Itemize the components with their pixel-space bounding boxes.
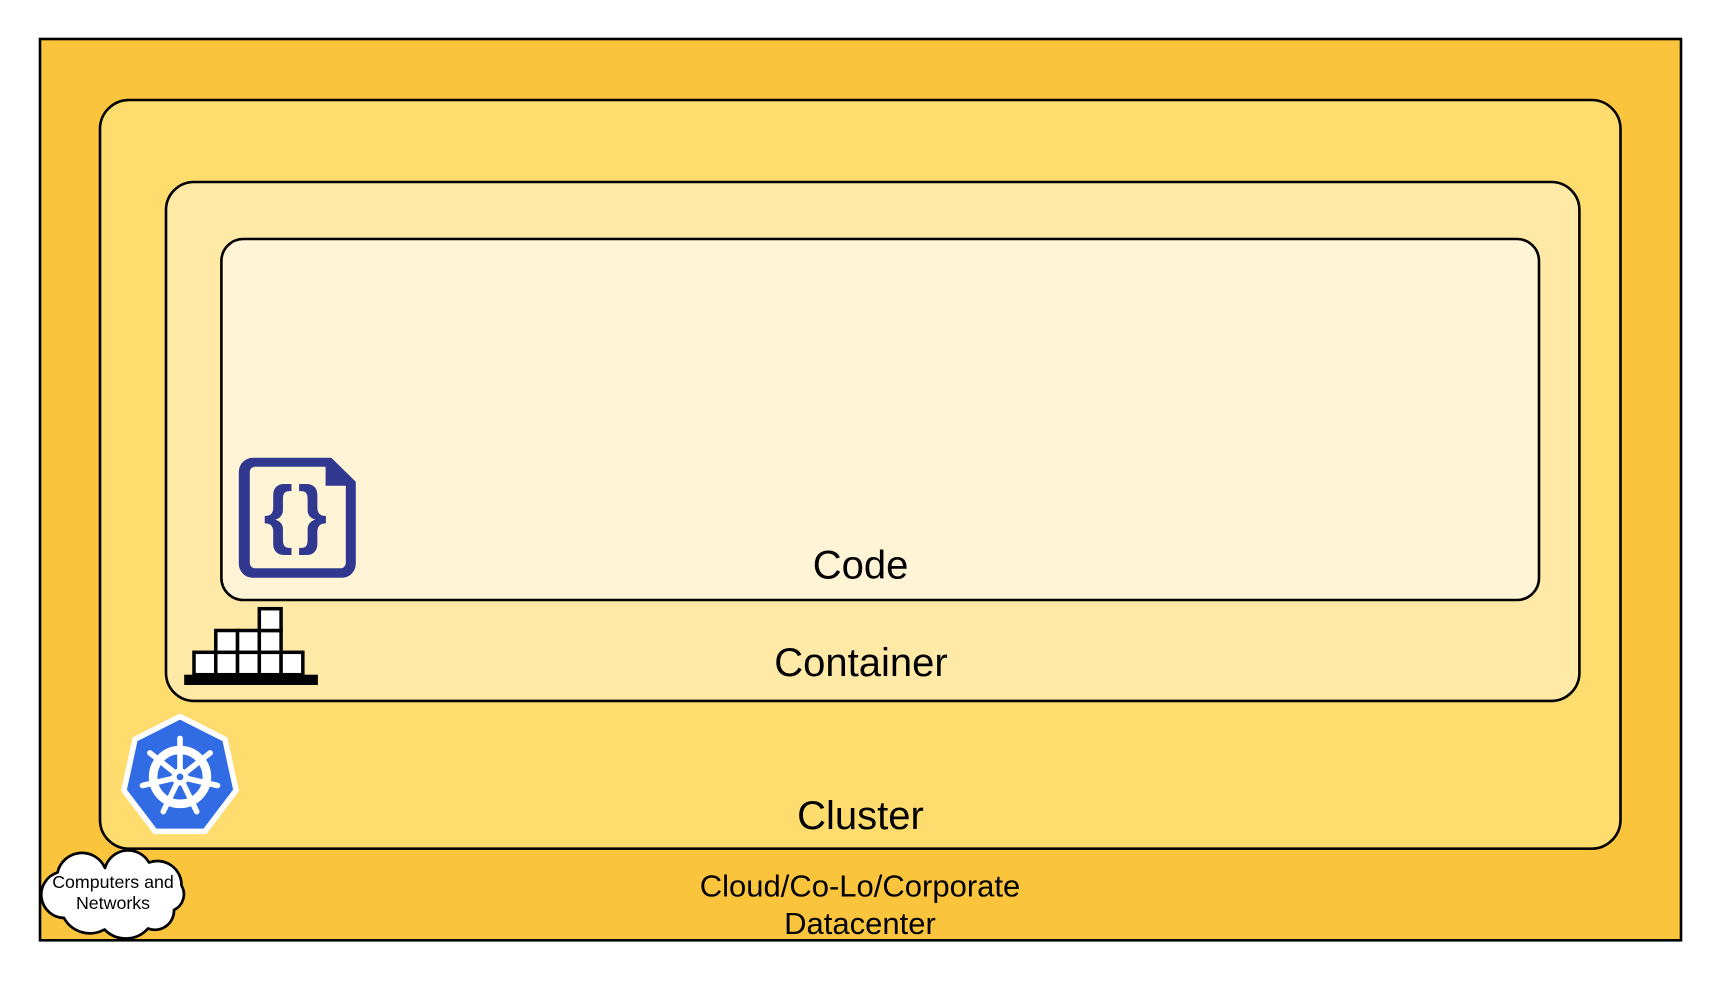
svg-text:}: } — [298, 471, 328, 556]
svg-text:Code: Code — [813, 544, 909, 588]
svg-text:Cloud/Co-Lo/Corporate: Cloud/Co-Lo/Corporate — [700, 868, 1021, 903]
svg-text:Computers and: Computers and — [52, 872, 174, 892]
svg-text:Datacenter: Datacenter — [784, 906, 936, 941]
svg-text:Networks: Networks — [76, 893, 150, 913]
svg-text:Cluster: Cluster — [797, 794, 924, 838]
svg-text:Container: Container — [774, 641, 947, 685]
svg-text:{: { — [264, 471, 294, 556]
